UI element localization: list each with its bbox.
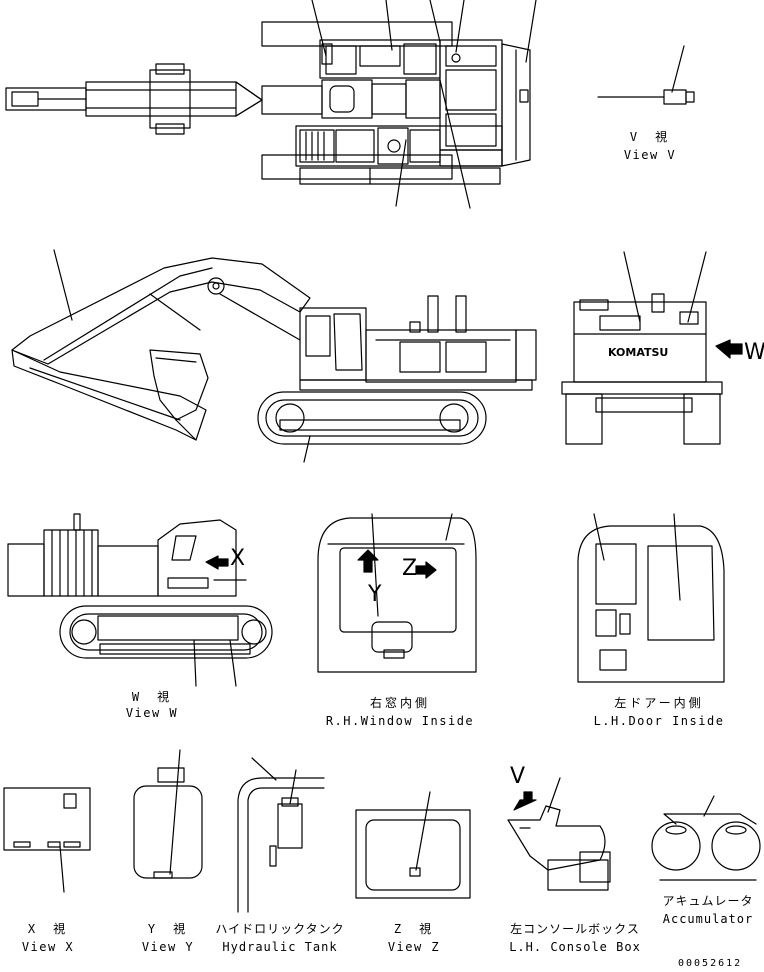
- lh-door-jp: 左ドアー内側: [614, 696, 704, 710]
- arrow-tag-x: X: [230, 546, 246, 571]
- view-y-jp: Y 視: [147, 922, 189, 936]
- part-number: 00052612: [678, 958, 743, 969]
- hydraulic-tank-en: Hydraulic Tank: [222, 940, 338, 954]
- rh-window-drawing: [317, 513, 477, 673]
- accumulator-jp: アキュムレータ: [662, 894, 754, 908]
- view-x-en: View X: [21, 940, 75, 954]
- side-view-excavator: [11, 249, 537, 463]
- lh-door-drawing: [577, 513, 725, 683]
- accumulator-en: Accumulator: [662, 912, 754, 926]
- view-z-drawing: [355, 791, 471, 899]
- view-w-drawing: [7, 513, 273, 687]
- rh-window-jp: 右窓内側: [369, 696, 430, 710]
- view-x-drawing: [3, 787, 91, 893]
- view-v-part: [597, 45, 695, 105]
- view-v-jp: V 視: [629, 130, 671, 144]
- komatsu-logo: KOMATSU: [608, 346, 668, 359]
- arrow-tag-v: V: [510, 764, 526, 789]
- view-x-jp: X 視: [27, 922, 69, 936]
- view-w-en: View W: [125, 706, 179, 720]
- console-box-drawing: [507, 777, 611, 891]
- rh-window-en: R.H.Window Inside: [325, 714, 475, 728]
- console-box-jp: 左コンソールボックス: [510, 922, 640, 936]
- console-box-en: L.H. Console Box: [509, 940, 641, 954]
- view-y-en: View Y: [141, 940, 195, 954]
- top-plan-view: [5, 0, 537, 209]
- view-z-jp: Z 視: [393, 922, 435, 936]
- hydraulic-tank-jp: ハイドロリックタンク: [215, 922, 345, 936]
- view-w-jp: W 視: [131, 690, 173, 704]
- view-y-drawing: [133, 749, 203, 879]
- accumulator-drawing: [651, 795, 761, 881]
- view-v-en: View V: [623, 148, 677, 162]
- rear-view: KOMATSU: [561, 251, 743, 445]
- hydraulic-tank-drawing: [237, 757, 325, 913]
- arrow-tag-z: Z: [402, 556, 418, 581]
- view-z-en: View Z: [387, 940, 441, 954]
- lh-door-en: L.H.Door Inside: [593, 714, 725, 728]
- arrow-tag-w: W: [744, 340, 764, 365]
- arrow-tag-y: Y: [368, 582, 382, 607]
